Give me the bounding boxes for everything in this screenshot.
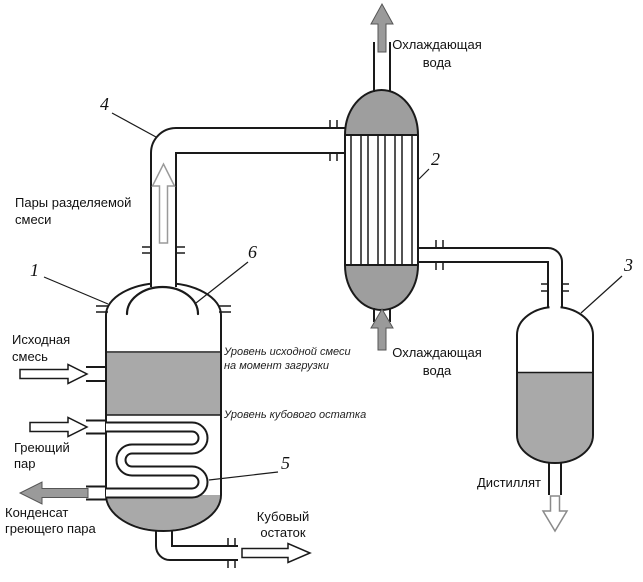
cooling-water-inlet-pipe [373, 308, 391, 322]
bottoms-arrow [241, 542, 312, 564]
cooling-water-outlet-pipe [373, 42, 391, 92]
part-number-coil: 5 [281, 453, 290, 473]
condenser [343, 42, 420, 322]
leader-still [43, 276, 109, 305]
cooling-water-out-arrow [370, 2, 394, 53]
level-initial-label-line2: на момент загрузки [224, 360, 329, 372]
still-neck-opening [152, 279, 175, 289]
distillate-pipe-outer [417, 247, 563, 307]
condenser-shell-walls [344, 135, 419, 265]
condenser-bottom-dome [343, 264, 420, 311]
cooling-water-in-arrow [370, 308, 394, 351]
vapor-line [150, 127, 346, 287]
cooling-water-top-label-line2: вода [423, 55, 452, 70]
flange-marks [96, 120, 569, 568]
part-number-still: 1 [30, 260, 39, 280]
feed-nozzle [86, 366, 107, 382]
receiver-neck-opening [549, 301, 561, 310]
receiver-shell-outline [516, 306, 594, 464]
vapor-pipe-outer [150, 127, 346, 287]
condenser-top-dome [343, 89, 420, 136]
vapor-arrow [151, 162, 176, 244]
condensate-arrow [18, 481, 89, 505]
leader-coil [208, 471, 279, 481]
leader-vapor-line [111, 112, 157, 138]
level-initial-label-line1: Уровень исходной смеси [223, 346, 351, 358]
vapor-pipe-inner [175, 152, 346, 287]
vapor-label-line1: Пары разделяемой [15, 195, 131, 210]
steam-arrow [29, 416, 89, 438]
heating-coil-bore [106, 423, 207, 497]
condenser-tube [384, 134, 396, 266]
condenser-tube-sheets [345, 134, 418, 266]
bottoms-pipe-outer [155, 530, 238, 561]
leader-splash-dome [195, 261, 249, 304]
steam-nozzle [86, 419, 107, 435]
still-bottom-liquid [107, 495, 220, 530]
condensate-label-line2: греющего пара [5, 521, 97, 536]
feed-arrow [19, 363, 89, 385]
receiver-liquid [518, 373, 592, 435]
steam-label-line2: пар [14, 456, 36, 471]
distillate-label: Дистиллят [477, 475, 541, 490]
part-number-splash-dome: 6 [248, 242, 257, 262]
condenser-tube [401, 134, 413, 266]
still-shell-outline [105, 282, 222, 532]
part-number-condenser: 2 [431, 149, 440, 169]
part-number-vapor-line: 4 [100, 94, 109, 114]
condenser-tube [367, 134, 379, 266]
condenser-tube [350, 134, 362, 266]
still-liquid-band [107, 353, 220, 415]
cooling-water-bottom-label-line1: Охлаждающая [392, 345, 482, 360]
steam-label-line1: Греющий [14, 440, 70, 455]
receiver [516, 301, 594, 495]
receiver-outlet-pipe [548, 462, 562, 495]
distillate-pipe-inner [417, 261, 549, 307]
feed-label-line2: смесь [12, 349, 48, 364]
cooling-water-top-label-line1: Охлаждающая [392, 37, 482, 52]
level-bottoms-label: Уровень кубового остатка [223, 409, 366, 421]
leader-receiver [580, 275, 623, 314]
part-number-receiver: 3 [623, 255, 633, 275]
bottoms-pipe-inner [171, 530, 238, 547]
still-pot [86, 279, 238, 561]
distillate-pipe [417, 247, 563, 307]
feed-label-line1: Исходная [12, 332, 70, 347]
condensate-nozzle [86, 485, 107, 501]
leader-condenser [418, 168, 430, 180]
condensate-label-line1: Конденсат [5, 505, 68, 520]
distillate-arrow [541, 495, 569, 533]
bottoms-label-line1: Кубовый [257, 509, 309, 524]
receiver-bottom-liquid [518, 435, 592, 462]
splash-dome [125, 285, 200, 316]
cooling-water-bottom-label-line2: вода [423, 363, 452, 378]
vapor-label-line2: смеси [15, 212, 51, 227]
bottoms-label-line2: остаток [260, 525, 306, 540]
